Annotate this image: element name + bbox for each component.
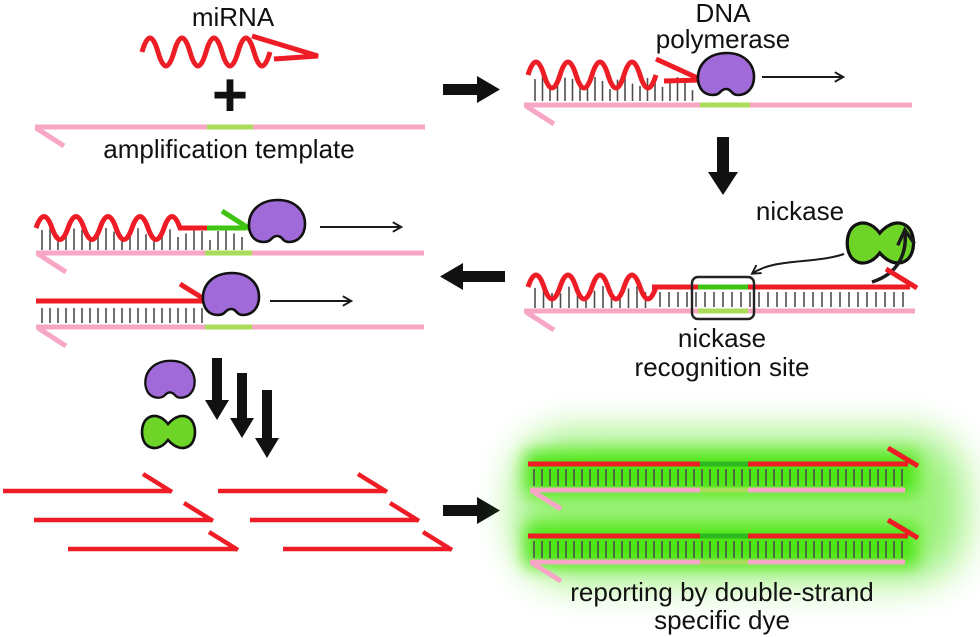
ssdna-product (34, 501, 215, 523)
template-strand (524, 308, 915, 333)
primer-3end-arrowhead-icon (654, 56, 704, 84)
template-left-arrowhead-icon (36, 251, 68, 275)
template-left-arrowhead-icon (524, 309, 556, 333)
step-nicking: nickase nickase recognition site (524, 196, 919, 382)
reporting-label-line2: specific dye (654, 605, 790, 635)
process-arrow-right-icon (443, 76, 500, 103)
template-strand (524, 102, 912, 127)
top-strand-3end-arrowhead-icon (884, 266, 919, 291)
top-strand-arrowhead-icon (886, 517, 920, 541)
cycle-arrow-1-icon (205, 358, 229, 420)
template-left-arrowhead-icon (524, 103, 556, 127)
ssdna-product (68, 530, 240, 552)
reported-duplex-1 (528, 445, 920, 512)
amplification-template-strand (34, 124, 425, 149)
step-mirna-plus-template: miRNA + amplification template (34, 2, 425, 164)
nickase-recognition-site-box (690, 275, 756, 321)
ssdna-product (283, 530, 454, 552)
ssdna-product (218, 472, 389, 494)
dna-polymerase-blob-icon (696, 51, 756, 97)
mirna-primer-strand (33, 214, 183, 242)
top-strand-arrowhead-icon (886, 445, 920, 469)
nickase-blob-icon (140, 414, 197, 450)
mirna-strand (139, 35, 273, 69)
cycle-arrow-2-icon (230, 373, 254, 438)
base-pair-ticks (41, 228, 243, 250)
dna-polymerase-label-line1: DNA (696, 0, 752, 28)
base-pair-ticks (533, 541, 903, 558)
nickase-to-site-arrow-icon (753, 253, 845, 273)
dna-polymerase-label-line2: polymerase (656, 24, 790, 54)
dna-polymerase-blob-icon (247, 198, 307, 244)
bottom-strand-arrowhead-icon (530, 488, 563, 512)
ssdna-products (3, 472, 454, 552)
template-left-arrowhead-icon (34, 125, 66, 149)
step-primer-extension: DNA polymerase (524, 0, 912, 127)
ssdna-product (3, 472, 174, 494)
bottom-strand-arrowhead-icon (530, 560, 563, 584)
complex-with-mirna (33, 198, 424, 275)
template-left-arrowhead-icon (36, 325, 68, 349)
base-pair-ticks (41, 308, 203, 323)
nascent-3end-arrowhead-icon (220, 208, 252, 232)
step-displacement-synthesis (33, 198, 424, 349)
cycle-arrow-3-icon (255, 390, 279, 458)
step-amplified-products (3, 358, 454, 552)
hybridized-mirna-strand (525, 59, 659, 91)
reported-duplex-2 (528, 517, 920, 584)
amplification-template-label: amplification template (103, 134, 354, 164)
nickase-site-label-line2: recognition site (635, 352, 810, 382)
strand-release-curved-arrow-icon (871, 232, 905, 284)
base-pair-ticks (659, 292, 904, 307)
dna-polymerase-blob-icon (201, 271, 261, 317)
nickase-site-label-line1: nickase (678, 323, 766, 353)
process-arrow-right-bottom-icon (443, 497, 500, 524)
step-reporting: reporting by double-strand specific dye (515, 432, 965, 635)
dna-polymerase-blob-icon (144, 359, 196, 399)
process-arrow-left-icon (440, 263, 505, 290)
reporting-label-line1: reporting by double-strand (570, 577, 874, 607)
nickase-label: nickase (756, 196, 844, 226)
ssdna-product (250, 501, 421, 523)
complex-with-dna-primer (36, 271, 424, 349)
extended-top-strand (525, 272, 659, 302)
mirna-arrowhead-icon (251, 33, 319, 62)
plus-sign: + (212, 61, 248, 130)
mirna-label: miRNA (192, 2, 275, 32)
process-arrow-down-icon (708, 137, 738, 195)
base-pair-ticks (533, 469, 903, 486)
